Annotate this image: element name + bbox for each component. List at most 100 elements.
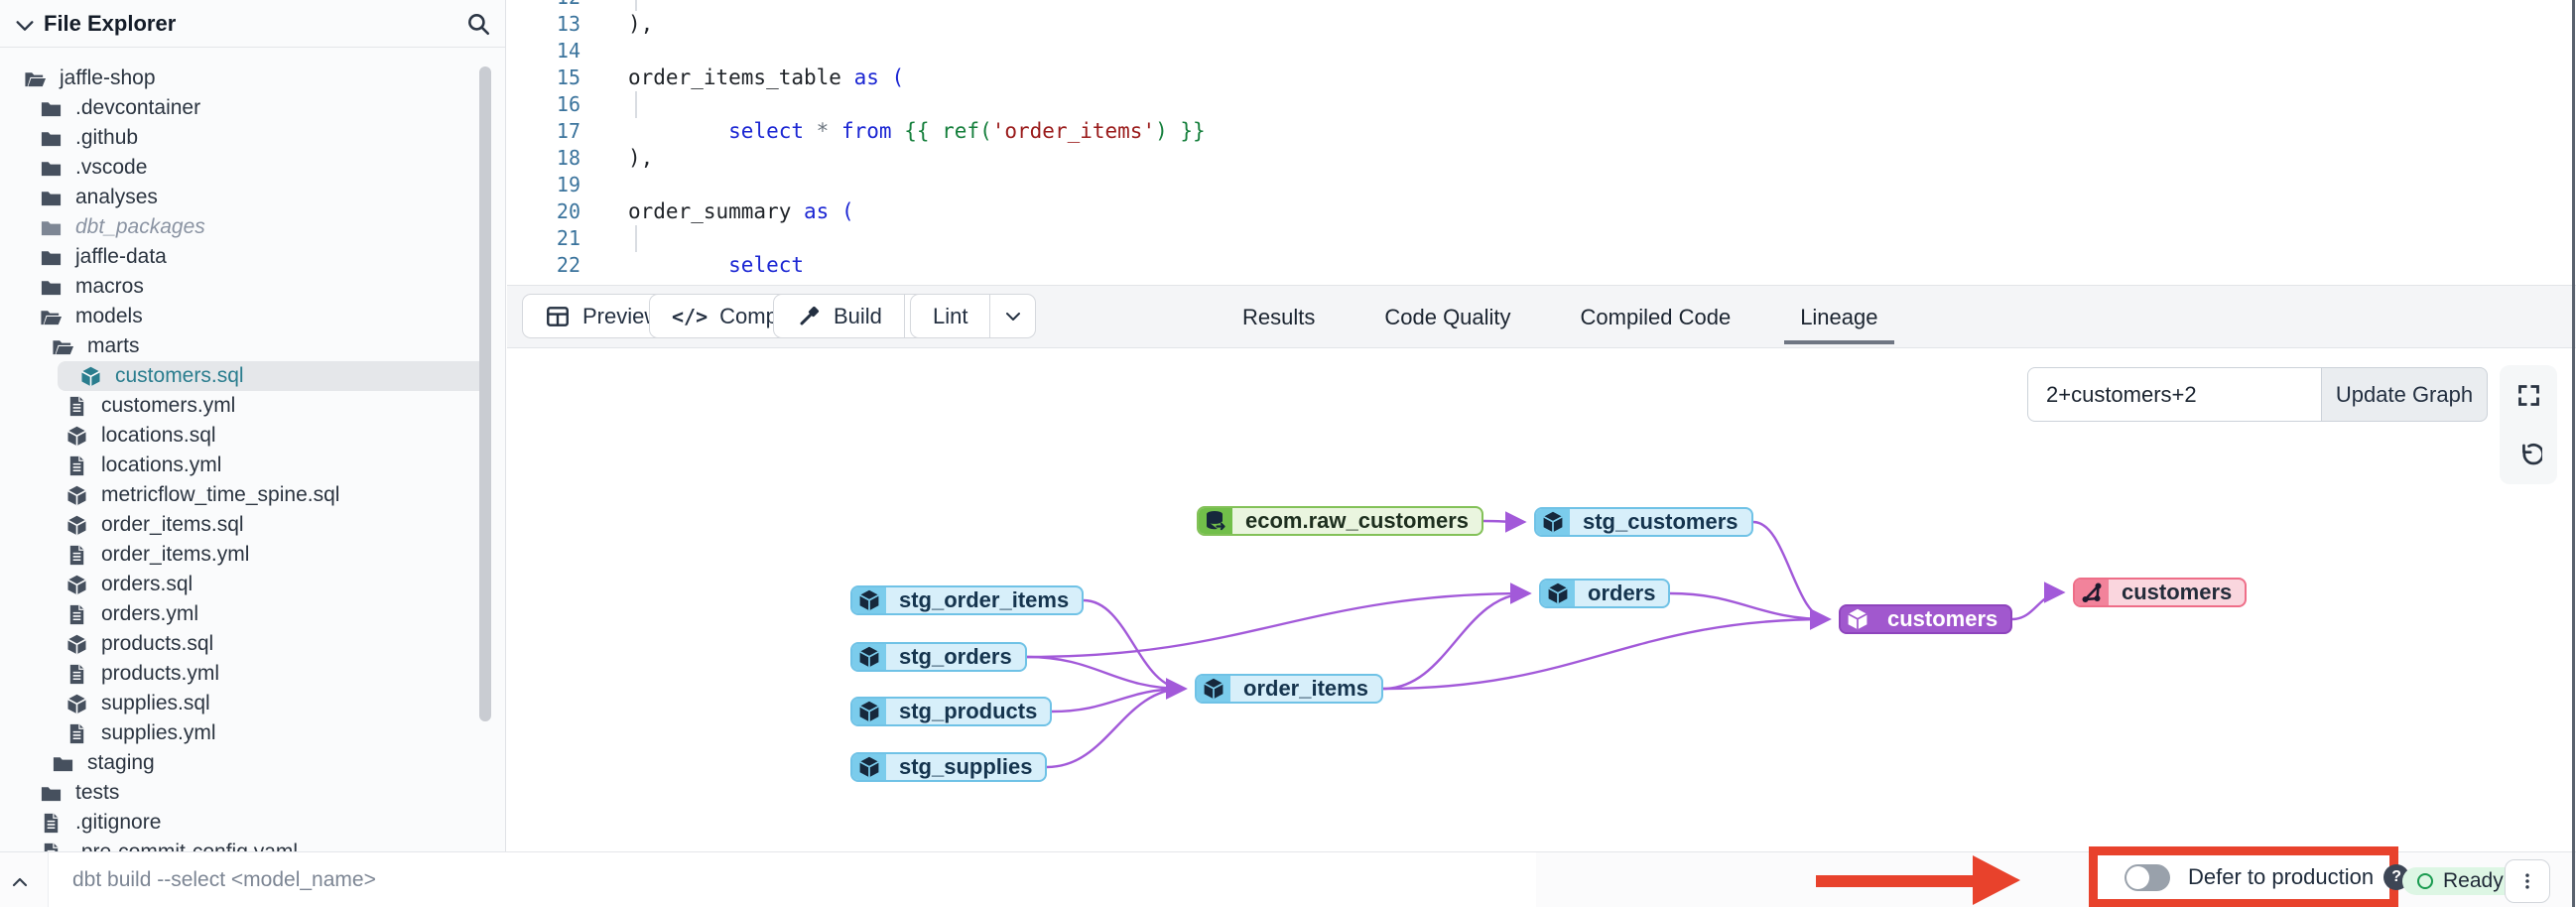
- graph-controls: Update Graph: [2027, 367, 2488, 422]
- model-icon: [65, 484, 88, 507]
- tree-item-supplies.yml[interactable]: supplies.yml: [0, 718, 505, 748]
- lineage-node-stg_orders[interactable]: stg_orders: [850, 642, 1027, 672]
- update-graph-button[interactable]: Update Graph: [2322, 367, 2488, 422]
- file-tree-scrollbar[interactable]: [479, 66, 491, 721]
- code-line-16: 16: [507, 91, 2576, 118]
- build-button[interactable]: Build: [774, 295, 904, 337]
- tree-item-staging[interactable]: staging: [0, 748, 505, 778]
- lineage-node-ecom_raw_customers[interactable]: ecom.raw_customers: [1197, 506, 1483, 536]
- lineage-node-customers_model[interactable]: customers: [1839, 604, 2013, 634]
- tree-item-customers.sql[interactable]: customers.sql: [58, 361, 491, 391]
- annotation-arrow: [1816, 875, 1973, 887]
- indent-guide: [635, 91, 637, 118]
- folder-icon: [40, 187, 63, 209]
- tree-item-orders.sql[interactable]: orders.sql: [0, 570, 505, 599]
- tree-item-customers.yml[interactable]: customers.yml: [0, 391, 505, 421]
- tab-results[interactable]: Results: [1242, 305, 1316, 329]
- tree-item-orders.yml[interactable]: orders.yml: [0, 599, 505, 629]
- hammer-icon: [796, 304, 822, 329]
- model-node-icon: [1197, 676, 1230, 702]
- tree-item-macros[interactable]: macros: [0, 272, 505, 302]
- window-right-edge: [2572, 0, 2575, 907]
- node-label: ecom.raw_customers: [1245, 508, 1469, 533]
- indent-guide: [635, 0, 637, 11]
- overflow-menu-button[interactable]: [2505, 859, 2550, 903]
- tree-item-products.sql[interactable]: products.sql: [0, 629, 505, 659]
- model-node-icon: [852, 644, 886, 670]
- lint-button[interactable]: Lint: [911, 295, 989, 337]
- ready-label: Ready: [2443, 869, 2504, 892]
- tree-item-supplies.sql[interactable]: supplies.sql: [0, 689, 505, 718]
- status-badge: Ready: [2402, 867, 2518, 895]
- reset-view-button[interactable]: [2500, 425, 2557, 484]
- node-label: order_items: [1243, 676, 1368, 701]
- tree-item-models[interactable]: models: [0, 302, 505, 331]
- lineage-node-stg_products[interactable]: stg_products: [850, 697, 1053, 726]
- tab-lineage[interactable]: Lineage: [1784, 286, 1894, 349]
- result-tabs: Results Code Quality Compiled Code Lineage: [1226, 286, 1894, 349]
- tree-item-label: customers.sql: [115, 364, 244, 387]
- tree-item-label: orders.yml: [101, 602, 199, 625]
- tree-item-dbt_packages[interactable]: dbt_packages: [0, 212, 505, 242]
- dbt-command-input[interactable]: [48, 852, 1536, 907]
- tree-item-.vscode[interactable]: .vscode: [0, 153, 505, 183]
- search-icon[interactable]: [465, 11, 491, 37]
- tree-item-label: metricflow_time_spine.sql: [101, 483, 340, 506]
- folder-icon: [40, 276, 63, 299]
- tab-compiled-code[interactable]: Compiled Code: [1580, 305, 1732, 329]
- doc-icon: [65, 395, 88, 418]
- tree-item-order_items.sql[interactable]: order_items.sql: [0, 510, 505, 540]
- preview-label: Preview: [582, 303, 661, 328]
- kebab-icon: [2517, 871, 2537, 891]
- chevron-up-icon[interactable]: [9, 873, 31, 891]
- doc-icon: [65, 544, 88, 567]
- tree-item-locations.sql[interactable]: locations.sql: [0, 421, 505, 451]
- lineage-node-orders[interactable]: orders: [1539, 579, 1671, 608]
- tab-code-quality[interactable]: Code Quality: [1384, 305, 1511, 329]
- lineage-node-customers_exposure[interactable]: customers: [2073, 578, 2248, 607]
- tree-item-.devcontainer[interactable]: .devcontainer: [0, 93, 505, 123]
- node-label: stg_products: [899, 699, 1038, 723]
- tree-item-metricflow_time_spine.sql[interactable]: metricflow_time_spine.sql: [0, 480, 505, 510]
- file-explorer-title: File Explorer: [44, 11, 177, 36]
- code-line-22: 22 select: [556, 253, 805, 277]
- tree-item-locations.yml[interactable]: locations.yml: [0, 451, 505, 480]
- code-line-12: 12: [507, 0, 2576, 11]
- tree-item-label: supplies.sql: [101, 692, 210, 714]
- lineage-node-stg_order_items[interactable]: stg_order_items: [850, 585, 1085, 615]
- fullscreen-button[interactable]: [2500, 365, 2557, 425]
- tree-item-jaffle-data[interactable]: jaffle-data: [0, 242, 505, 272]
- tree-item-label: tests: [75, 781, 120, 804]
- build-dropdown-button[interactable]: [903, 295, 950, 337]
- lineage-selector-input[interactable]: [2027, 367, 2322, 422]
- tree-item-.github[interactable]: .github: [0, 123, 505, 153]
- tree-item-jaffle-shop[interactable]: jaffle-shop: [0, 64, 505, 93]
- tree-item-label: analyses: [75, 186, 158, 208]
- tree-item-tests[interactable]: tests: [0, 778, 505, 808]
- folder-icon: [52, 752, 74, 775]
- model-node-icon: [852, 699, 886, 724]
- tree-item-products.yml[interactable]: products.yml: [0, 659, 505, 689]
- collapse-explorer-icon[interactable]: [14, 15, 36, 37]
- tree-item-marts[interactable]: marts: [0, 331, 505, 361]
- lint-dropdown-button[interactable]: [989, 295, 1035, 337]
- lineage-node-order_items[interactable]: order_items: [1195, 674, 1383, 704]
- lineage-node-stg_customers[interactable]: stg_customers: [1534, 507, 1753, 537]
- fullscreen-icon: [2515, 382, 2542, 409]
- defer-to-production-label: Defer to production: [2188, 864, 2375, 889]
- tree-item-order_items.yml[interactable]: order_items.yml: [0, 540, 505, 570]
- model-icon: [65, 574, 88, 596]
- defer-to-production-toggle[interactable]: [2125, 863, 2170, 891]
- tree-item-label: .gitignore: [75, 811, 162, 834]
- indent-guide: [635, 225, 637, 252]
- lineage-node-stg_supplies[interactable]: stg_supplies: [850, 752, 1048, 782]
- tree-item-analyses[interactable]: analyses: [0, 183, 505, 212]
- node-label: stg_supplies: [899, 754, 1033, 779]
- model-icon: [65, 633, 88, 656]
- model-icon: [65, 693, 88, 715]
- model-node-icon: [852, 587, 886, 613]
- tree-item-.gitignore[interactable]: .gitignore: [0, 808, 505, 838]
